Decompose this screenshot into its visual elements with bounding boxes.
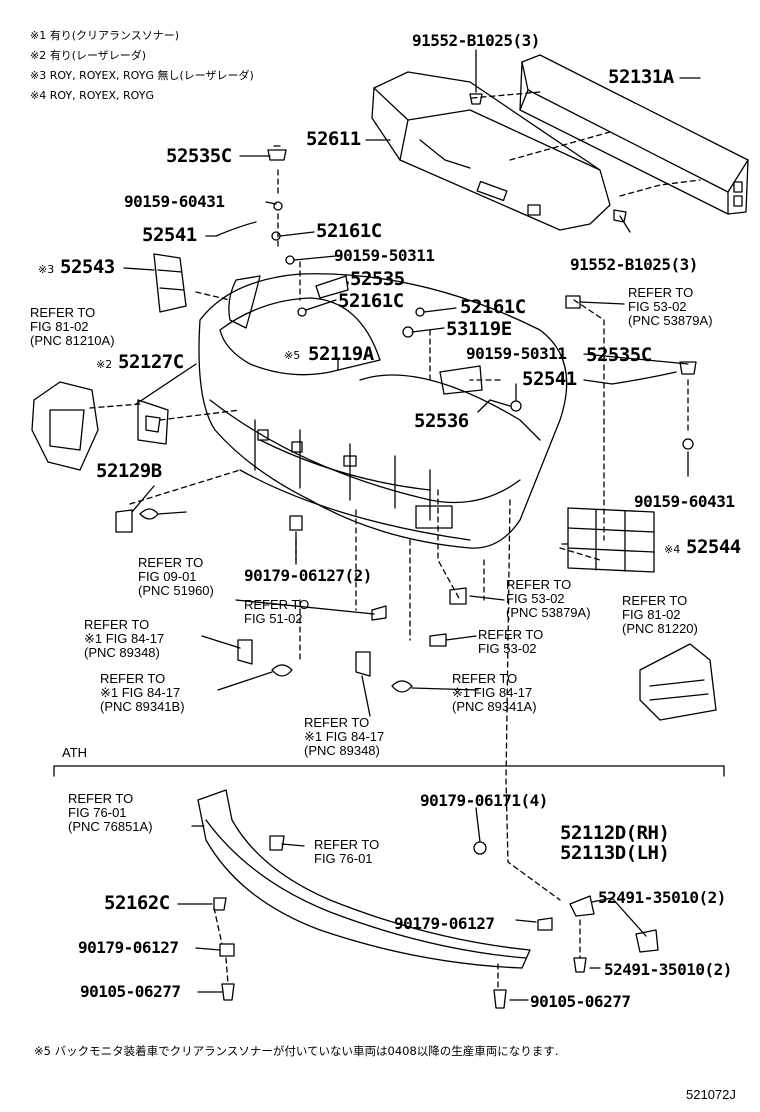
refer-fig-84-17-b[interactable]: REFER TO ※1 FIG 84-17 (PNC 89341B) bbox=[100, 671, 185, 714]
ath-section-rule bbox=[53, 765, 725, 777]
part-52535C-right-drawing bbox=[679, 361, 697, 375]
part-label-90179-06171-4[interactable]: 90179-06171(4) bbox=[420, 791, 548, 810]
part-label-52491-35010-b[interactable]: 52491-35010(2) bbox=[604, 960, 732, 979]
section-label-ath: ATH bbox=[62, 745, 88, 760]
fastener-drawings bbox=[213, 93, 659, 1009]
bracket-89348-a-drawing bbox=[237, 639, 253, 665]
part-label-90159-50311-b[interactable]: 90159-50311 bbox=[466, 344, 567, 363]
leader-lines-solid bbox=[123, 49, 701, 717]
note-2: ※2 有り(レーザレーダ) bbox=[30, 49, 147, 62]
refer-fig-81-02-left[interactable]: REFER TO FIG 81-02 (PNC 81210A) bbox=[30, 305, 115, 348]
note-4: ※4 ROY, ROYEX, ROYG bbox=[30, 89, 154, 102]
clip-90179-06127-drawing bbox=[289, 515, 303, 531]
part-label-52162C[interactable]: 52162C bbox=[104, 892, 170, 914]
refer-fig-53-02-low[interactable]: REFER TO FIG 53-02 bbox=[478, 627, 544, 656]
part-label-53119E[interactable]: 53119E bbox=[446, 318, 512, 340]
part-90159-50311-b-drawing bbox=[510, 400, 522, 412]
part-52543-drawing bbox=[153, 253, 187, 313]
lower-leader-lines-dashed bbox=[213, 907, 581, 991]
clip-fig51-drawing bbox=[371, 605, 387, 621]
part-52161C-a-drawing bbox=[271, 231, 281, 241]
part-label-52491-35010-a[interactable]: 52491-35010(2) bbox=[598, 888, 726, 907]
part-52161C-b-drawing bbox=[297, 307, 307, 317]
part-90159-60431-right-drawing bbox=[682, 438, 694, 450]
part-label-52543[interactable]: 52543 bbox=[60, 256, 115, 278]
part-label-90159-60431-right[interactable]: 90159-60431 bbox=[634, 492, 735, 511]
refer-fig-81-02-right[interactable]: REFER TO FIG 81-02 (PNC 81220) bbox=[622, 593, 698, 636]
sensor-89341B-drawing bbox=[271, 664, 293, 677]
part-label-52161C-b[interactable]: 52161C bbox=[338, 290, 404, 312]
part-label-91552-B1025-top[interactable]: 91552-B1025(3) bbox=[412, 31, 540, 50]
bracket-fig53-drawing bbox=[429, 633, 447, 647]
refer-fig-76-01-a[interactable]: REFER TO FIG 76-01 (PNC 76851A) bbox=[68, 791, 153, 834]
note-1: ※1 有り(クリアランスソナー) bbox=[30, 29, 180, 42]
part-label-52535C-right[interactable]: 52535C bbox=[586, 344, 652, 366]
refer-fig-76-01-b[interactable]: REFER TO FIG 76-01 bbox=[314, 837, 380, 866]
part-label-52536[interactable]: 52536 bbox=[414, 410, 469, 432]
part-52535C-top-drawing bbox=[267, 145, 287, 161]
part-label-52113D-LH[interactable]: 52113D(LH) bbox=[560, 842, 670, 864]
part-52161C-c-drawing bbox=[415, 307, 425, 317]
note-5-mark: ※5 bbox=[284, 349, 301, 362]
part-label-52161C-c[interactable]: 52161C bbox=[460, 296, 526, 318]
part-52129B-drawing bbox=[115, 509, 133, 533]
part-label-91552-B1025-mid[interactable]: 91552-B1025(3) bbox=[570, 255, 698, 274]
part-label-52129B[interactable]: 52129B bbox=[96, 460, 162, 482]
headlamp-left-drawing bbox=[31, 381, 99, 471]
part-label-52127C[interactable]: 52127C bbox=[118, 351, 184, 373]
footnote-5: ※5 バックモニタ装着車でクリアランスソナーが付いていない車両は0408以降の生… bbox=[34, 1044, 559, 1058]
refer-fig-51-02[interactable]: REFER TO FIG 51-02 bbox=[244, 597, 310, 626]
sensor-89341A-drawing bbox=[391, 680, 413, 693]
energy-absorber-drawing bbox=[371, 71, 611, 231]
part-52544-grille-drawing bbox=[567, 507, 655, 573]
part-52541-left-drawing bbox=[215, 221, 257, 237]
part-52536-drawing bbox=[439, 365, 483, 395]
refer-fig-84-17-a[interactable]: REFER TO ※1 FIG 84-17 (PNC 89348) bbox=[84, 617, 165, 660]
refer-fig-84-17-d[interactable]: REFER TO ※1 FIG 84-17 (PNC 89348) bbox=[304, 715, 385, 758]
part-label-52541-right[interactable]: 52541 bbox=[522, 368, 577, 390]
refer-fig-84-17-c[interactable]: REFER TO ※1 FIG 84-17 (PNC 89341A) bbox=[452, 671, 537, 714]
bracket-89348-b-drawing bbox=[355, 651, 371, 677]
part-label-90179-06127-2[interactable]: 90179-06127(2) bbox=[244, 566, 372, 585]
refer-fig-53-02-mid[interactable]: REFER TO FIG 53-02 (PNC 53879A) bbox=[506, 577, 591, 620]
part-label-52535C-top[interactable]: 52535C bbox=[166, 145, 232, 167]
tow-hook-drawing bbox=[139, 508, 187, 520]
lower-leader-lines bbox=[177, 807, 647, 1001]
part-label-90105-06277-a[interactable]: 90105-06277 bbox=[80, 982, 181, 1001]
leader-lines-dashed bbox=[89, 91, 701, 901]
part-52127C-drawing bbox=[137, 399, 169, 445]
part-label-52611[interactable]: 52611 bbox=[306, 128, 361, 150]
fog-lamp-right-drawing bbox=[639, 643, 717, 721]
part-52541-right-drawing bbox=[611, 371, 677, 385]
note-2-mark: ※2 bbox=[96, 358, 113, 371]
part-label-52112D-RH[interactable]: 52112D(RH) bbox=[560, 822, 670, 844]
part-label-52535[interactable]: 52535 bbox=[350, 268, 405, 290]
part-label-90159-50311-a[interactable]: 90159-50311 bbox=[334, 246, 435, 265]
part-label-90159-60431-top[interactable]: 90159-60431 bbox=[124, 192, 225, 211]
part-label-90105-06277-b[interactable]: 90105-06277 bbox=[530, 992, 631, 1011]
part-label-90179-06127-b[interactable]: 90179-06127 bbox=[78, 938, 179, 957]
part-label-52119A[interactable]: 52119A bbox=[308, 343, 374, 365]
part-52535-drawing bbox=[315, 275, 349, 299]
note-3: ※3 ROY, ROYEX, ROYG 無し(レーザレーダ) bbox=[30, 69, 254, 82]
note-3-mark: ※3 bbox=[38, 263, 55, 276]
part-90159-60431-top-drawing bbox=[273, 201, 283, 211]
part-label-90179-06127-a[interactable]: 90179-06127 bbox=[394, 914, 495, 933]
bracket-53879A-drawing bbox=[449, 587, 467, 605]
bumper-cover-drawing bbox=[198, 273, 568, 549]
refer-fig-53-02-top[interactable]: REFER TO FIG 53-02 (PNC 53879A) bbox=[628, 285, 713, 328]
part-label-52544[interactable]: 52544 bbox=[686, 536, 741, 558]
part-label-52161C-a[interactable]: 52161C bbox=[316, 220, 382, 242]
diagram-id: 521072J bbox=[686, 1087, 736, 1102]
sensor-53879A-drawing bbox=[565, 295, 581, 309]
refer-fig-09-01[interactable]: REFER TO FIG 09-01 (PNC 51960) bbox=[138, 555, 214, 598]
part-label-52541-left[interactable]: 52541 bbox=[142, 224, 197, 246]
part-label-52131A[interactable]: 52131A bbox=[608, 66, 674, 88]
part-90159-50311-a-drawing bbox=[285, 255, 295, 265]
note-4-mark: ※4 bbox=[664, 543, 681, 556]
lower-spoiler-drawing bbox=[197, 789, 531, 969]
